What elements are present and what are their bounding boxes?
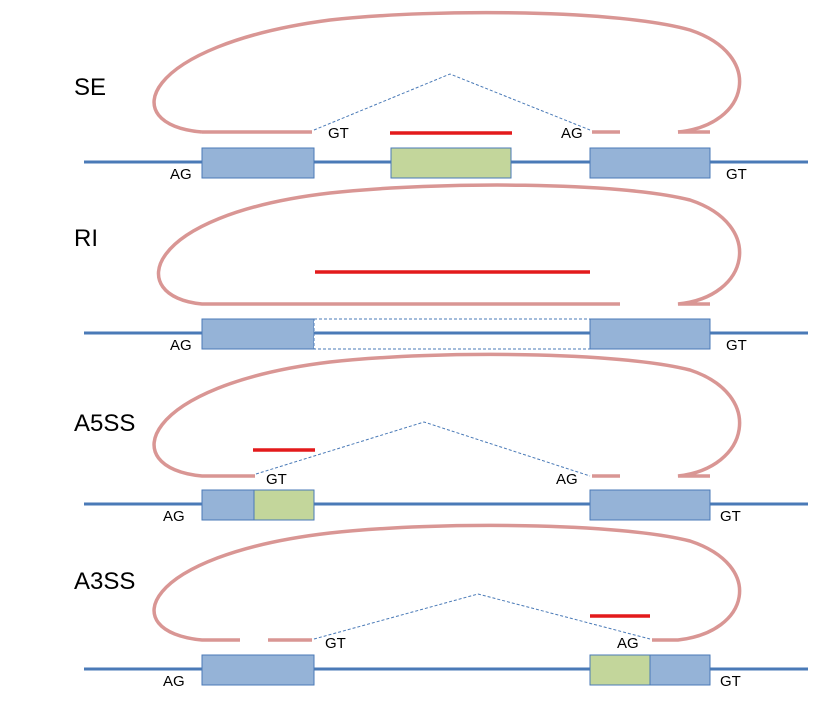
exon-a5ss-left	[201, 489, 255, 521]
acceptor-label-se: AG	[561, 125, 583, 142]
donor-label-a5ss: GT	[266, 471, 287, 488]
loop-se	[152, 10, 742, 134]
exon-ri-right	[589, 318, 711, 350]
right-site-label-a3ss: GT	[720, 673, 741, 690]
panel-ri: RI AG GT	[74, 183, 808, 354]
exon-a3ss-right	[649, 654, 711, 686]
junction-a3ss	[313, 593, 651, 640]
right-site-label-se: GT	[726, 166, 747, 183]
loop-a5ss	[152, 352, 742, 478]
panel-title-ri: RI	[74, 225, 98, 252]
exon-se-right	[589, 147, 711, 179]
loop-ri-gap	[621, 300, 677, 308]
panel-a5ss: A5SS GT AG AG GT	[74, 352, 808, 525]
left-site-label-a3ss: AG	[163, 673, 185, 690]
loop-ri	[156, 183, 742, 306]
left-site-label-a5ss: AG	[163, 508, 185, 525]
acceptor-label-a5ss: AG	[556, 471, 578, 488]
loop-a3ss	[152, 523, 742, 642]
donor-label-se: GT	[328, 125, 349, 142]
exon-a5ss-right	[589, 489, 711, 521]
panel-title-se: SE	[74, 74, 106, 101]
junction-a5ss	[255, 421, 591, 477]
exon-se-left	[201, 147, 315, 179]
acceptor-label-a3ss: AG	[617, 635, 639, 652]
donor-label-a3ss: GT	[325, 635, 346, 652]
panel-title-a5ss: A5SS	[74, 410, 135, 437]
right-site-label-a5ss: GT	[720, 508, 741, 525]
right-site-label-ri: GT	[726, 337, 747, 354]
panel-se: SE GT AG AG GT	[74, 10, 808, 183]
junction-se	[313, 73, 591, 131]
skipped-exon-se	[390, 147, 512, 179]
exon-ri-left	[201, 318, 315, 350]
panel-a3ss: A3SS GT AG AG GT	[74, 523, 808, 690]
left-site-label-se: AG	[170, 166, 192, 183]
left-site-label-ri: AG	[170, 337, 192, 354]
panel-title-a3ss: A3SS	[74, 568, 135, 595]
alt-acceptor-region-a3ss	[589, 654, 651, 686]
alt-donor-region-a5ss	[253, 489, 315, 521]
exon-a3ss-left	[201, 654, 315, 686]
